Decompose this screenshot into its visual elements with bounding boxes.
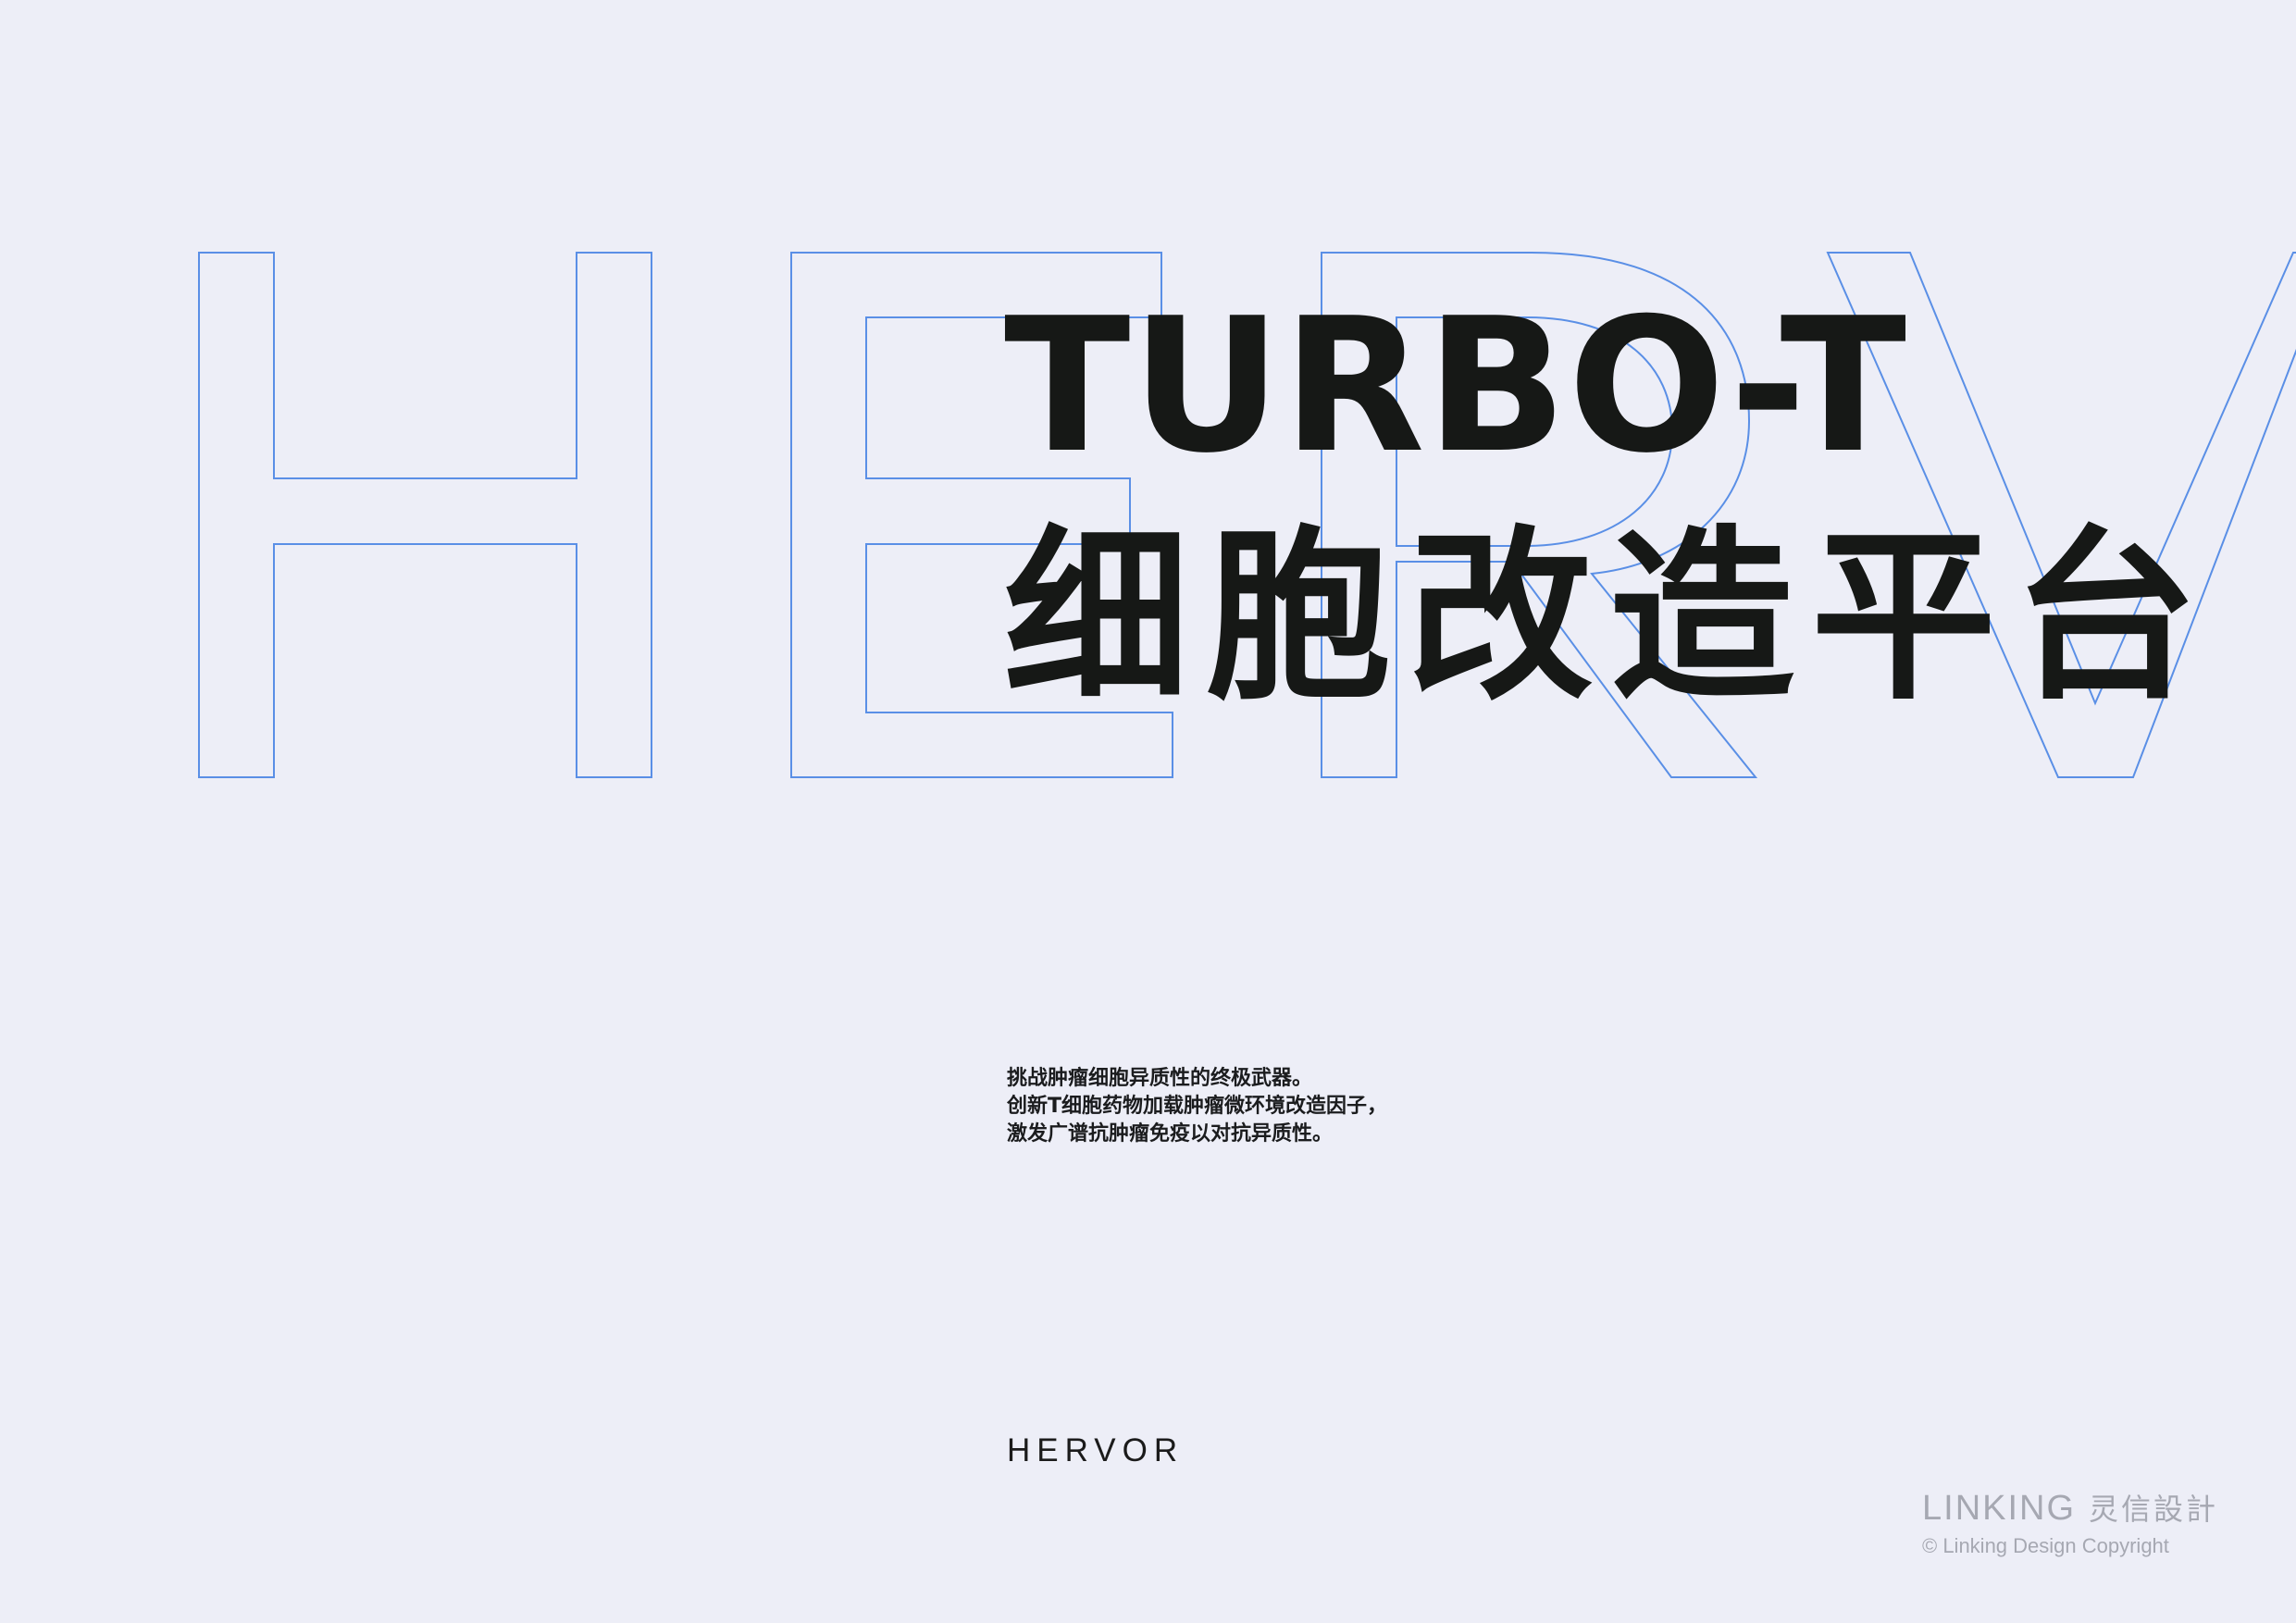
linking-logo: LINKING 灵信設計: [1922, 1486, 2218, 1529]
outline-letter-h: [198, 252, 652, 778]
description-line: 激发广谱抗肿瘤免疫以对抗异质性。: [1007, 1122, 1334, 1146]
headline-title-en: TURBO-T: [1004, 279, 1908, 494]
description-line: 创新T细胞药物加载肿瘤微环境改造因子，: [1007, 1095, 1388, 1118]
brand-wordmark: HERVOR: [1007, 1432, 1185, 1468]
description: 挑战肿瘤细胞异质性的终极武器。 创新T细胞药物加载肿瘤微环境改造因子， 激发广谱…: [1007, 1065, 1433, 1148]
headline-title-cn: 细胞改造平台: [1004, 510, 2215, 725]
description-line: 挑战肿瘤细胞异质性的终极武器。: [1007, 1067, 1313, 1090]
linking-logo-cn: 灵信設計: [2089, 1492, 2219, 1527]
linking-logo-en: LINKING: [1922, 1489, 2077, 1528]
copyright-notice: © Linking Design Copyright: [1922, 1534, 2169, 1557]
design-credit: LINKING 灵信設計 © Linking Design Copyright: [1922, 1486, 2218, 1558]
headline: TURBO-T 细胞改造平台: [1004, 294, 2215, 720]
